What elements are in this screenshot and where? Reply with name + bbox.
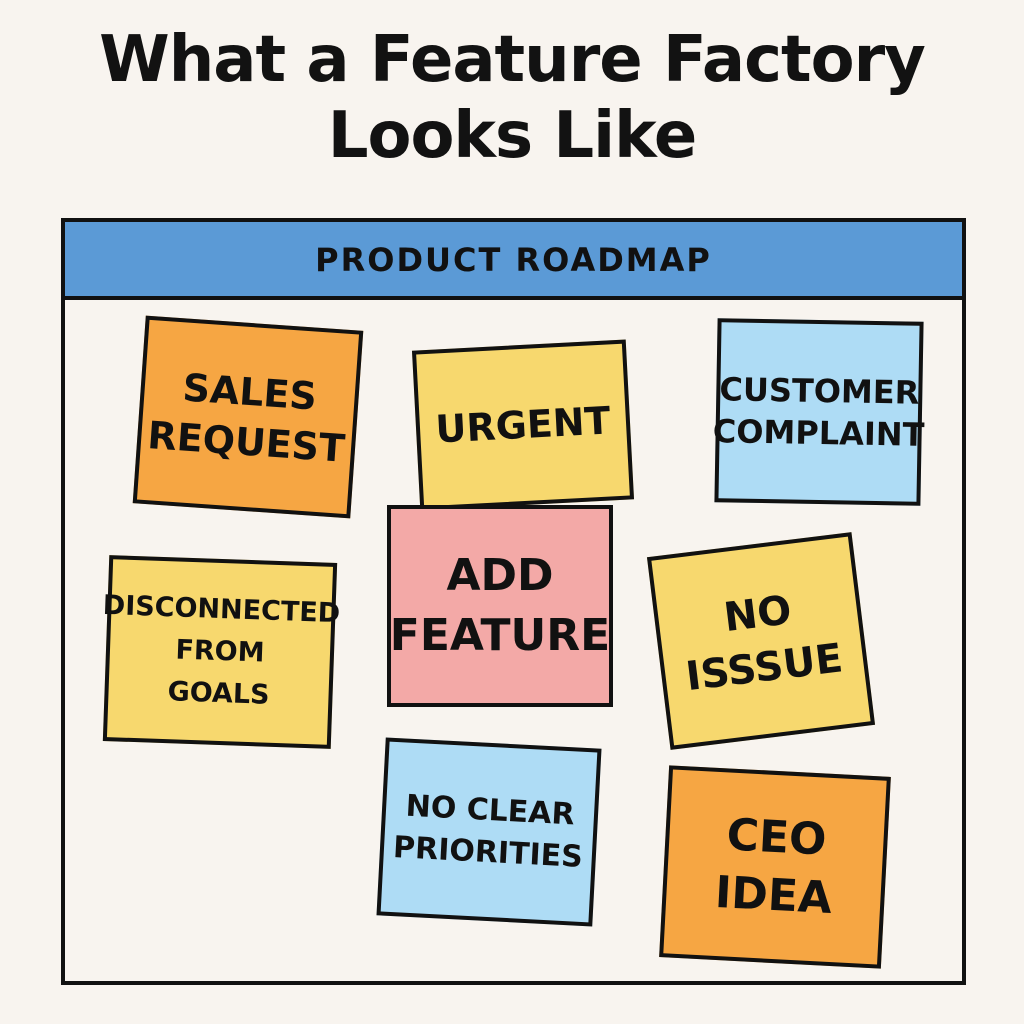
title-line-1: What a Feature Factory — [99, 23, 926, 97]
sticky-note-ceo-idea[interactable]: CEO IDEA — [659, 765, 891, 969]
note-text-line: COMPLAINT — [712, 412, 925, 454]
note-text-line: DISCONNECTED — [102, 589, 341, 630]
note-text-line: URGENT — [434, 398, 612, 452]
note-text-line: CEO — [725, 809, 828, 866]
note-text-line: GOALS — [167, 676, 271, 711]
title-line-2: Looks Like — [327, 99, 698, 173]
note-text-line: CUSTOMER — [719, 370, 920, 412]
note-text-line: IDEA — [713, 866, 834, 924]
note-text-line: ADD — [446, 550, 554, 601]
sticky-note-no-issue[interactable]: NO ISSSUE — [646, 532, 876, 750]
sticky-note-no-clear-priorities[interactable]: NO CLEAR PRIORITIES — [376, 737, 602, 927]
sticky-note-sales-request[interactable]: SALES REQUEST — [132, 315, 364, 519]
board-header: PRODUCT ROADMAP — [65, 222, 962, 300]
note-text-line: PRIORITIES — [392, 830, 584, 875]
sticky-note-urgent[interactable]: URGENT — [411, 339, 635, 511]
page-title: What a Feature Factory Looks Like — [0, 22, 1024, 174]
sticky-note-customer-complaint[interactable]: CUSTOMER COMPLAINT — [712, 318, 925, 506]
sticky-note-disconnected-from-goals[interactable]: DISCONNECTED FROM GOALS — [102, 555, 341, 749]
note-text-line: FEATURE — [389, 610, 611, 661]
board-header-label: PRODUCT ROADMAP — [315, 241, 712, 279]
sticky-note-add-feature[interactable]: ADD FEATURE — [387, 505, 613, 707]
